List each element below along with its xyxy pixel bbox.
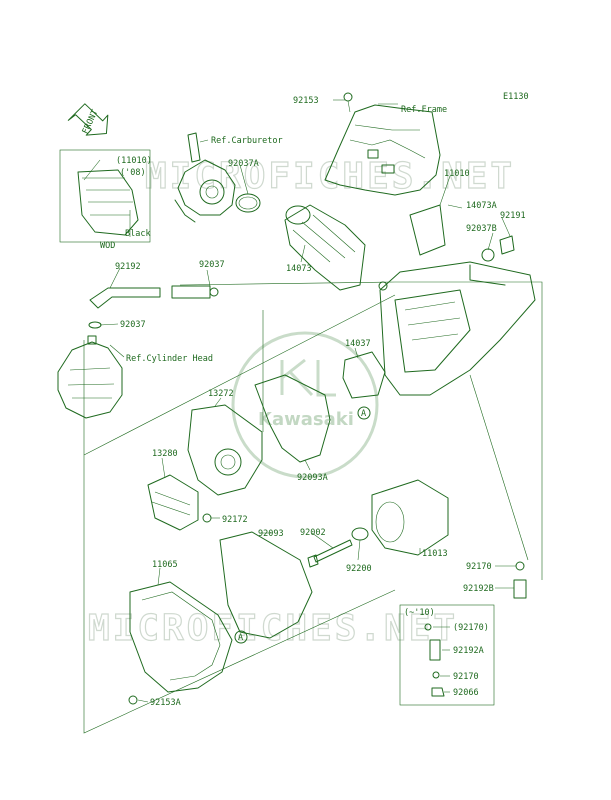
callout-11065: 11065 (152, 560, 178, 570)
callout-black: Black (125, 229, 151, 239)
callout-14037: 14037 (345, 339, 371, 349)
inset-box-early (399, 604, 495, 706)
cover-11065 (129, 581, 233, 693)
cylinder-head-cover (57, 335, 123, 419)
callout-92002: 92002 (300, 528, 326, 538)
airbox-11010 (378, 204, 536, 396)
marker-a-upper-label: A (361, 409, 366, 419)
callout-92037a: 92037A (228, 159, 259, 169)
drain-parts (513, 561, 527, 599)
callout-92037-low: 92037 (120, 320, 146, 330)
leader-lines (83, 99, 516, 703)
gasket-92093a (254, 374, 331, 463)
marker-a-lower: A (234, 630, 248, 644)
callout-92037b: 92037B (466, 224, 497, 234)
element-13280 (147, 474, 199, 531)
duct-14073 (284, 204, 366, 291)
callout-ref-cylinder-head: Ref.Cylinder Head (126, 354, 213, 364)
frame-lines (83, 281, 543, 734)
callout-box-92066: 92066 (453, 688, 479, 698)
watermark-bottom: MICROFICHES.NET (88, 608, 458, 649)
washer-92200 (351, 527, 369, 541)
callout-ref-frame: Ref.Frame (401, 105, 447, 115)
callout-wod: WOD (100, 241, 115, 251)
callout-ref-carburetor: Ref.Carburetor (211, 136, 283, 146)
screw-92172 (202, 513, 220, 523)
callout-box-92170: 92170 (453, 672, 479, 682)
callout-14073: 14073 (286, 264, 312, 274)
filter-element-11013 (371, 479, 449, 556)
element-holder-14037 (342, 351, 386, 399)
callout-box-range: (~'10) (404, 608, 435, 618)
callout-13280: 13280 (152, 449, 178, 459)
clamp-92037-lower (88, 321, 102, 329)
ref-frame-bracket (324, 92, 441, 196)
callout-92153a: 92153A (150, 698, 181, 708)
callout-92192b: 92192B (463, 584, 494, 594)
marker-a-lower-label: A (238, 633, 243, 643)
callout-box-92170-paren: (92170) (453, 623, 489, 633)
callout-92093: 92093 (258, 529, 284, 539)
callout-92200: 92200 (346, 564, 372, 574)
gasket-92093 (219, 531, 313, 639)
logo-text: Kawasaki (258, 409, 354, 430)
clamp-92037a (235, 193, 261, 213)
callout-92093a: 92093A (297, 473, 328, 483)
callout-92153-top: 92153 (293, 96, 319, 106)
hose-92192 (89, 285, 219, 309)
callout-13272: 13272 (208, 389, 234, 399)
callout-92192: 92192 (115, 262, 141, 272)
screw-92153a (128, 695, 138, 705)
bolt-92002 (307, 539, 353, 568)
callout-92037-mid: 92037 (199, 260, 225, 270)
callout-11010-year: ('08) (120, 168, 146, 178)
inset-cover-11010-wod (59, 149, 151, 243)
diagram-code: E1130 (503, 92, 529, 102)
callout-box-92192a: 92192A (453, 646, 484, 656)
callout-11010-inset: (11010) (116, 156, 152, 166)
plate-13272 (187, 404, 263, 496)
callout-92191: 92191 (500, 211, 526, 221)
callout-14073a: 14073A (466, 201, 497, 211)
callout-11010: 11010 (444, 169, 470, 179)
kawasaki-logo: Kawasaki (231, 331, 379, 479)
callout-11013: 11013 (422, 549, 448, 559)
watermark-top: MICROFICHES.NET (145, 156, 515, 197)
callout-92172: 92172 (222, 515, 248, 525)
front-arrow-icon: FRONT (67, 103, 109, 136)
marker-a-upper: A (357, 406, 371, 420)
carburetor (174, 132, 236, 223)
callout-92170: 92170 (466, 562, 492, 572)
